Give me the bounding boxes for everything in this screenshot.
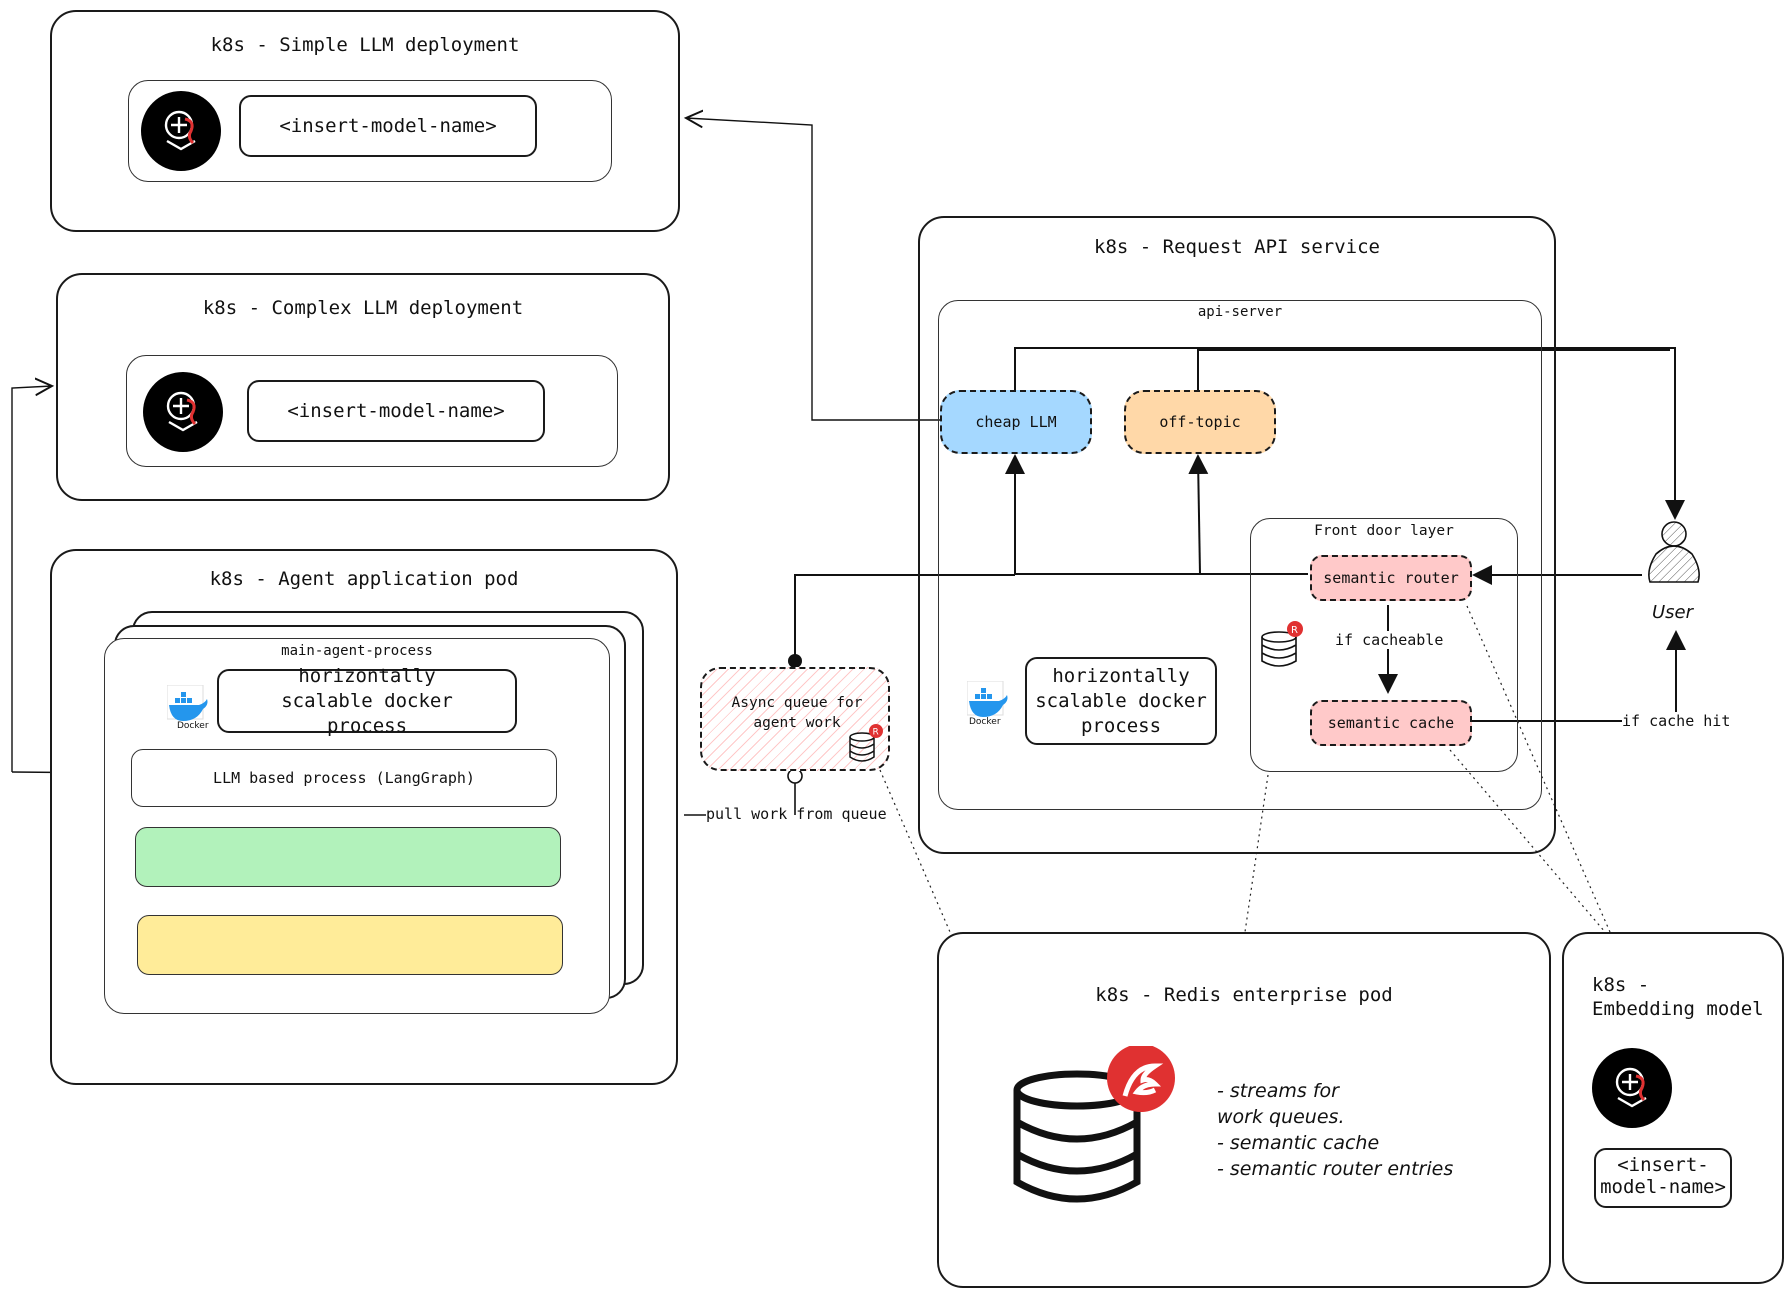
api-server: api-server Docker horizontally scalable …	[938, 300, 1542, 810]
connector-queue-pull	[684, 783, 796, 816]
async-queue: Async queue for agent work R	[700, 667, 890, 771]
main-agent-process: main-agent-process Docker horizontally s…	[104, 638, 610, 1014]
connector-cheap-llm-to-user	[1014, 347, 1685, 520]
connector-router-to-queue	[794, 574, 1015, 660]
async-queue-label: Async queue for agent work	[731, 695, 863, 731]
brain-robot-icon	[143, 372, 223, 452]
svg-text:R: R	[873, 728, 879, 738]
connector-agent-to-complex-llm	[11, 386, 52, 772]
queue-output-ring	[787, 768, 803, 784]
redis-note-1: - streams for	[1217, 1080, 1339, 1102]
redis-pod-title: k8s - Redis enterprise pod	[1095, 984, 1393, 1006]
docker-label: Docker	[177, 721, 209, 731]
agent-application-pod: k8s - Agent application pod main-agent-p…	[50, 549, 678, 1085]
pull-work-label: pull work from queue	[706, 805, 887, 823]
complex-llm-model-name: <insert-model-name>	[247, 380, 545, 442]
api-docker-process: horizontally scalable docker process	[1025, 657, 1217, 745]
connector-off-topic-to-user	[1197, 349, 1670, 390]
docker-whale-icon	[966, 680, 1015, 733]
connector-router-to-off-topic	[1188, 454, 1209, 575]
embedding-model-pod: k8s - Embedding model <insert- model-nam…	[1562, 932, 1784, 1284]
front-door-layer: Front door layer if cacheable R	[1250, 518, 1518, 772]
simple-llm-deployment: k8s - Simple LLM deployment <insert-mode…	[50, 10, 680, 232]
simple-llm-title: k8s - Simple LLM deployment	[210, 34, 520, 56]
redis-note-4: - semantic router entries	[1217, 1158, 1454, 1180]
embedding-title-line1: k8s -	[1592, 974, 1650, 996]
simple-llm-model-card: <insert-model-name>	[128, 80, 612, 182]
svg-text:R: R	[1291, 625, 1298, 636]
user-label: User	[1652, 602, 1694, 623]
agent-yellow-component	[137, 915, 563, 975]
complex-llm-deployment: k8s - Complex LLM deployment <insert-mod…	[56, 273, 670, 501]
queue-input-dot	[788, 654, 802, 668]
database-cylinder-icon: R	[1259, 621, 1307, 673]
embedding-title-line2: Embedding model	[1592, 998, 1764, 1020]
off-topic: off-topic	[1124, 390, 1276, 454]
docker-whale-icon	[166, 684, 215, 737]
cheap-llm: cheap LLM	[940, 390, 1092, 454]
agent-docker-process: horizontally scalable docker process	[217, 665, 517, 737]
request-api-title: k8s - Request API service	[1094, 236, 1380, 258]
database-cylinder-icon: R	[848, 723, 888, 769]
if-cacheable-label: if cacheable	[1335, 631, 1444, 649]
user-icon	[1644, 520, 1702, 594]
agent-green-component	[135, 827, 561, 887]
complex-llm-model-card: <insert-model-name>	[126, 355, 618, 467]
redis-icon	[1011, 1044, 1181, 1220]
embedding-model-name: <insert- model-name>	[1594, 1148, 1732, 1208]
semantic-cache: semantic cache	[1310, 700, 1472, 746]
simple-llm-model-name: <insert-model-name>	[239, 95, 537, 157]
if-cache-hit-label: if cache hit	[1622, 712, 1731, 730]
redis-enterprise-pod: k8s - Redis enterprise pod - streams for…	[937, 932, 1551, 1288]
main-agent-process-title: main-agent-process	[281, 643, 433, 659]
embedding-model-name-line1: <insert-	[1617, 1154, 1709, 1176]
agent-pod-title: k8s - Agent application pod	[209, 568, 519, 590]
connector-cheap-llm-to-simple-llm	[686, 118, 940, 421]
semantic-router: semantic router	[1310, 555, 1472, 601]
redis-note-3: - semantic cache	[1217, 1132, 1380, 1154]
brain-robot-icon	[1592, 1048, 1672, 1128]
request-api-service: k8s - Request API service api-server Doc…	[918, 216, 1556, 854]
dotted-cache-to-embedding	[1449, 749, 1606, 933]
brain-robot-icon	[141, 91, 221, 171]
redis-note-2: work queues.	[1217, 1106, 1345, 1128]
docker-label: Docker	[969, 717, 1001, 727]
api-server-label: api-server	[1197, 304, 1283, 320]
complex-llm-title: k8s - Complex LLM deployment	[202, 297, 524, 319]
embedding-model-name-line2: model-name>	[1600, 1176, 1726, 1198]
front-door-label: Front door layer	[1314, 523, 1454, 539]
llm-based-process: LLM based process (LangGraph)	[131, 749, 557, 807]
